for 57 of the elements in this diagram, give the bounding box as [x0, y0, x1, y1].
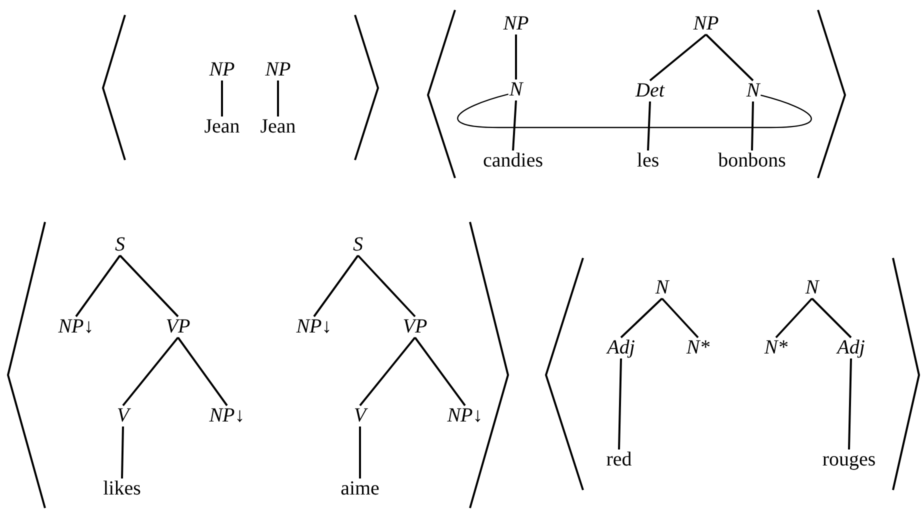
- word-label: red: [605, 450, 633, 470]
- category-label: Det: [634, 80, 666, 102]
- tree-branch: [618, 358, 622, 450]
- category-label: NP↓: [446, 406, 484, 426]
- word-label: rouges: [821, 450, 877, 470]
- category-label: Adj: [606, 338, 636, 358]
- category-label: N: [508, 80, 524, 100]
- tree-branch: [661, 298, 699, 338]
- tree-branch: [122, 336, 179, 406]
- tree-branch: [221, 80, 223, 116]
- tree-branch: [177, 336, 228, 406]
- tree-branch: [359, 336, 416, 406]
- tree-branch: [414, 336, 466, 406]
- word-label: Jean: [203, 116, 241, 138]
- word-label: aime: [340, 478, 380, 500]
- category-label: NP↓: [208, 406, 246, 426]
- tree-branch: [357, 254, 416, 318]
- category-label: NP↓: [295, 316, 333, 338]
- word-label: likes: [102, 478, 142, 500]
- tree-branch: [119, 254, 179, 318]
- tree-branch: [751, 101, 754, 151]
- category-label: V: [116, 406, 130, 426]
- category-label: S: [352, 234, 364, 256]
- category-label: N: [654, 278, 670, 298]
- category-label: N*: [763, 338, 789, 358]
- link-curve: [458, 94, 812, 128]
- tree-branch: [649, 34, 707, 82]
- tree-branch: [75, 254, 121, 318]
- tree-branch: [277, 80, 279, 116]
- tree-branch: [121, 426, 124, 479]
- word-label: bonbons: [717, 150, 787, 172]
- tree-branch: [848, 358, 852, 450]
- category-label: VP: [402, 316, 428, 338]
- category-label: NP: [502, 14, 530, 34]
- tree-branch: [647, 101, 651, 151]
- tree-branch: [775, 298, 813, 338]
- tree-branch: [313, 254, 359, 318]
- tree-branch: [359, 426, 361, 478]
- tree-branch: [811, 298, 852, 338]
- tree-branch: [705, 34, 754, 82]
- category-label: N*: [685, 338, 711, 358]
- tree-branch: [515, 34, 517, 80]
- category-label: VP: [164, 316, 192, 338]
- word-label: candies: [482, 150, 544, 172]
- category-label: S: [114, 234, 126, 256]
- word-label: les: [636, 150, 660, 172]
- tree-branch: [620, 298, 663, 338]
- category-label: N: [745, 80, 761, 102]
- category-label: NP↓: [57, 316, 95, 338]
- category-label: NP: [208, 60, 236, 80]
- category-label: V: [352, 406, 368, 426]
- category-label: N: [804, 278, 820, 298]
- word-label: Jean: [259, 116, 297, 138]
- category-label: Adj: [836, 338, 866, 358]
- tree-branch: [512, 100, 517, 151]
- category-label: NP: [692, 14, 720, 34]
- category-label: NP: [264, 60, 292, 80]
